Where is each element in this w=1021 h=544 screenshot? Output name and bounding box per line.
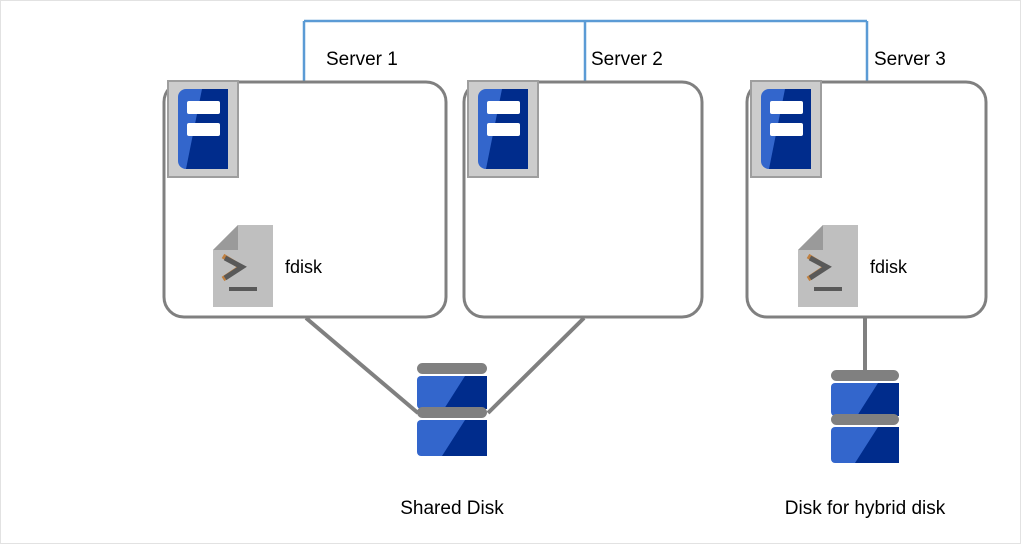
shared-disk-caption: Shared Disk for hybrid disk resource: [302, 471, 602, 543]
fdisk-label-1: fdisk: [285, 257, 323, 277]
server-icon: [750, 80, 822, 178]
local-disk-caption-line1: Disk for hybrid disk: [784, 498, 946, 519]
server-label-3: Server 3: [874, 49, 946, 70]
server-label-2: Server 2: [591, 49, 663, 70]
cluster-bracket: [302, 19, 869, 82]
server-icon: [167, 80, 239, 178]
server-label-1: Server 1: [326, 49, 398, 70]
shared-disk-caption-line1: Shared Disk: [400, 498, 504, 519]
disk-stack-icon: [831, 370, 899, 463]
server-icon: [467, 80, 539, 178]
fdisk-icon: [213, 225, 273, 307]
fdisk-icon: [798, 225, 858, 307]
local-disk-caption: Disk for hybrid disk resource: [745, 471, 985, 543]
connector-lines: [304, 316, 867, 415]
fdisk-label-3: fdisk: [870, 257, 908, 277]
disk-stack-icon: [417, 363, 487, 456]
